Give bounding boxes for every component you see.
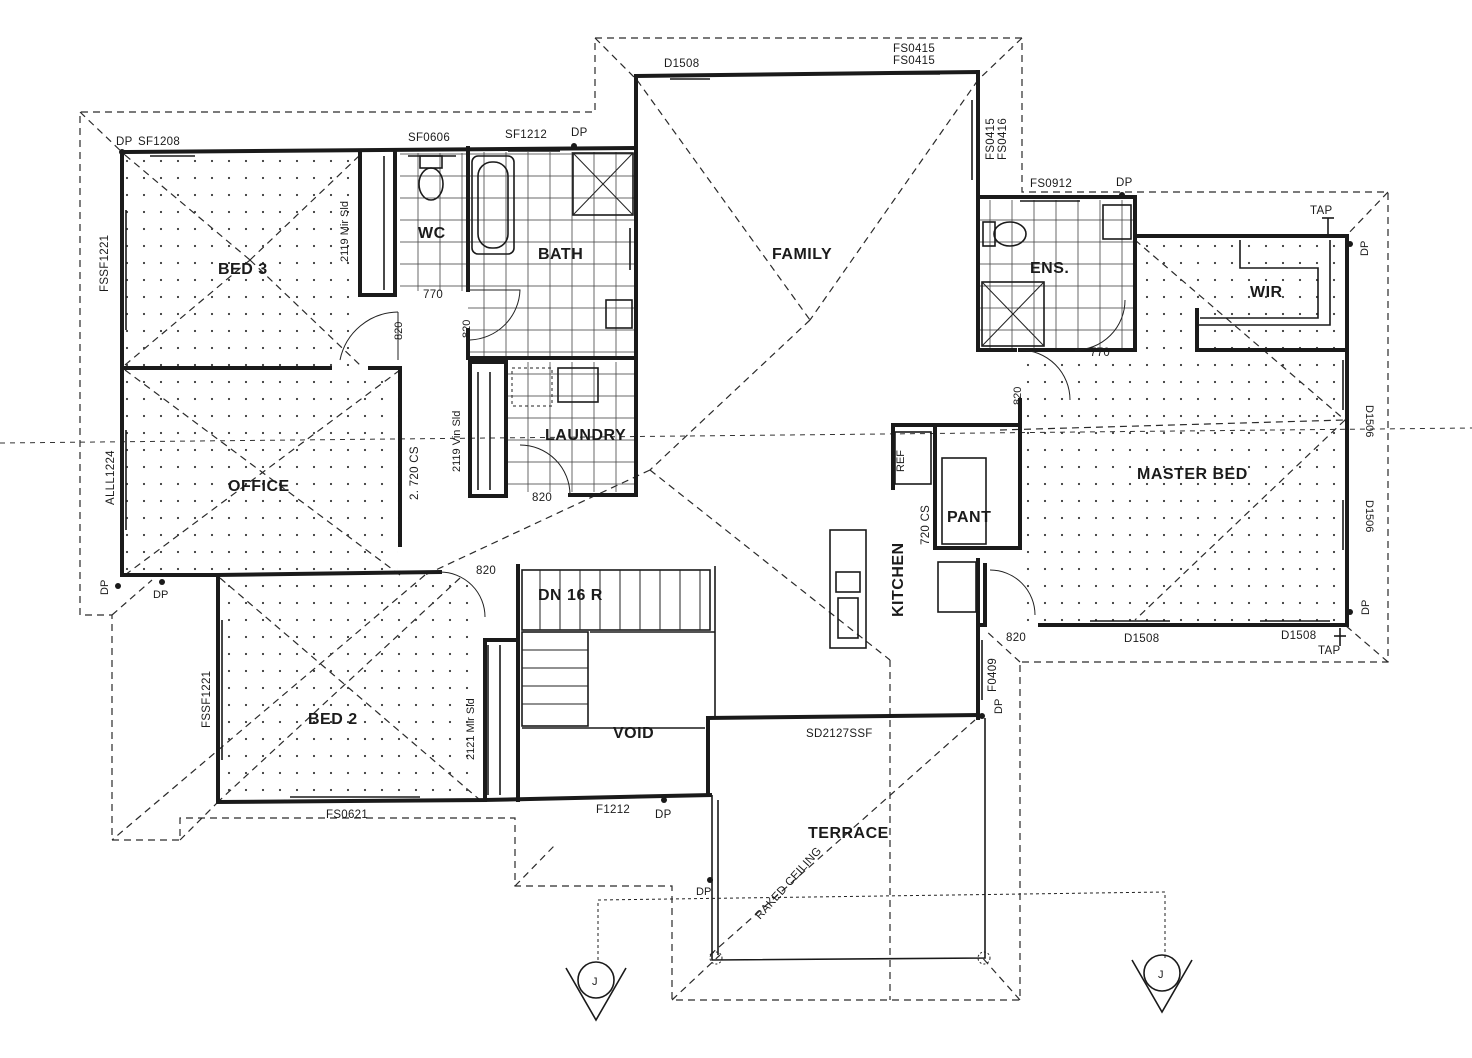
fixtures — [383, 152, 1331, 795]
label-dp-kitchen: DP — [993, 699, 1005, 714]
room-wir: WIR — [1250, 284, 1283, 301]
label-d1506-b: D1506 — [1363, 500, 1375, 532]
label-820-master: 820 — [1012, 387, 1024, 405]
label-dp-right-bot: DP — [1360, 600, 1372, 615]
label-fs0415-a: FS0415 — [893, 43, 935, 55]
room-wc: WC — [418, 225, 446, 242]
room-laundry: LAUNDRY — [545, 427, 626, 444]
label-820-bed3: 820 — [393, 322, 405, 340]
label-dp-office-a: DP — [99, 580, 111, 595]
room-labels: BED 3 WC BATH FAMILY ENS. WIR LAUNDRY OF… — [218, 225, 1283, 842]
room-master-bed: MASTER BED — [1137, 466, 1248, 483]
label-d1508-bot2: D1508 — [1281, 630, 1316, 642]
label-d1508-bot: D1508 — [1124, 633, 1159, 645]
label-vin-sld: 2119 Vin Sld — [451, 411, 463, 472]
label-dp-terrace: DP — [696, 886, 711, 898]
label-fs0912: FS0912 — [1030, 178, 1072, 190]
room-family: FAMILY — [772, 246, 832, 263]
tiled-areas — [400, 152, 1133, 492]
label-820-kitchen: 820 — [1006, 632, 1026, 644]
label-720cs-office: 2. 720 CS — [409, 446, 421, 500]
label-dp-right-top: DP — [1359, 241, 1371, 256]
staircase — [521, 566, 716, 729]
label-ref: REF — [895, 450, 907, 472]
windows — [125, 73, 1344, 798]
carpet-areas — [123, 156, 1347, 800]
label-fs0415-b: FS0415 — [893, 55, 935, 67]
label-dp-bed3: DP — [116, 136, 133, 148]
room-stair: DN 16 R — [538, 587, 603, 604]
room-pant: PANT — [947, 509, 991, 526]
room-ens: ENS. — [1030, 260, 1069, 277]
label-fs0415-c: FS0415 — [985, 118, 997, 160]
label-fssf1221-bed2: FSSF1221 — [201, 671, 213, 728]
label-sd2127: SD2127SSF — [806, 728, 873, 740]
label-fssf1221-bed3: FSSF1221 — [99, 235, 111, 292]
door-swings — [339, 289, 1126, 618]
label-mir-sld-bed3: 2119 Mir Sld — [339, 201, 351, 262]
label-sf1208: SF1208 — [138, 136, 180, 148]
label-raked-ceiling: RAKED CEILING — [753, 845, 824, 922]
label-j-right: J — [1158, 969, 1164, 981]
annotations: DP SF1208 SF0606 SF1212 DP D1508 FS0415 … — [99, 43, 1375, 988]
label-820-laundry: 820 — [532, 492, 552, 504]
room-bed2: BED 2 — [308, 711, 358, 728]
label-820-bed2: 820 — [476, 565, 496, 577]
label-f1212: F1212 — [596, 804, 630, 816]
label-sf1212: SF1212 — [505, 129, 547, 141]
label-dp-ens: DP — [1116, 177, 1133, 189]
label-770-wc: 770 — [423, 289, 443, 301]
label-dp-office-b: DP — [153, 589, 168, 601]
label-dp-bath: DP — [571, 127, 588, 139]
label-820-bath: 820 — [461, 320, 473, 338]
label-tap-top: TAP — [1310, 205, 1332, 217]
label-d1508-top: D1508 — [664, 58, 699, 70]
label-fs0621: FS0621 — [326, 809, 368, 821]
room-void: VOID — [613, 725, 654, 742]
room-office: OFFICE — [228, 478, 290, 495]
label-fs0416: FS0416 — [997, 118, 1009, 160]
label-sf0606: SF0606 — [408, 132, 450, 144]
junction-symbols — [565, 891, 1193, 1022]
label-j-left: J — [592, 976, 598, 988]
walls — [119, 69, 1349, 961]
room-bed3: BED 3 — [218, 261, 268, 278]
label-alll1224: ALLL1224 — [105, 450, 117, 505]
room-terrace: TERRACE — [808, 825, 889, 842]
dp-markers — [115, 143, 1353, 883]
label-f0409: F0409 — [987, 658, 999, 692]
label-720cs-pant: 720 CS — [920, 505, 932, 545]
room-bath: BATH — [538, 246, 583, 263]
room-kitchen: KITCHEN — [890, 542, 907, 617]
label-tap-bot: TAP — [1318, 645, 1340, 657]
label-mir-sld-bed2: 2121 Mir Sld — [465, 698, 477, 760]
label-d1506-a: D1506 — [1363, 405, 1375, 437]
label-770-ens: 770 — [1090, 347, 1110, 359]
label-dp-void: DP — [655, 809, 672, 821]
